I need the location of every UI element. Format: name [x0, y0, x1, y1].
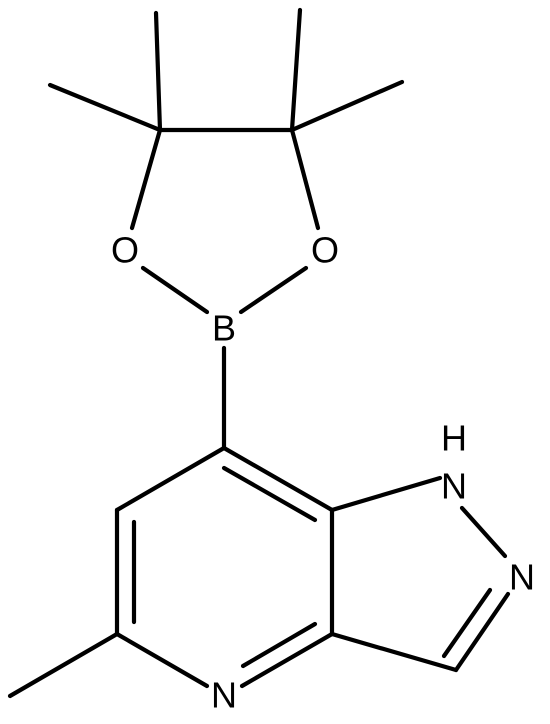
- bond-methyl-top-right: [289, 7, 303, 133]
- bond-c-o-left: [129, 127, 163, 231]
- bond-c7-c6: [114, 445, 227, 513]
- bond-c7a-c7-inner: [221, 465, 318, 523]
- bond-n1-n2: [459, 505, 508, 559]
- bond-c5-methyl: [7, 631, 120, 699]
- bond-c7a-n1: [329, 475, 443, 513]
- atom-oxygen-left: O: [111, 230, 139, 271]
- bond-methyl-top-left: [153, 10, 163, 133]
- bond-methyl-left: [47, 82, 163, 133]
- bond-n2-c3-inner: [441, 587, 493, 659]
- bond-c3-c3a: [329, 631, 459, 673]
- bond-c-o-right: [289, 127, 321, 231]
- atom-nh-hydrogen: H: [441, 418, 467, 459]
- atom-pyridine-nitrogen: N: [211, 675, 237, 716]
- atom-boron: B: [212, 308, 236, 349]
- atom-nh-nitrogen: N: [441, 466, 467, 507]
- atom-pyrazole-nitrogen: N: [509, 557, 535, 598]
- bond-c7a-c7: [221, 445, 335, 513]
- bond-n4-c3a-inner: [240, 621, 318, 669]
- bond-o-b-right: [238, 265, 309, 315]
- bond-n4-c3a: [239, 631, 335, 689]
- bond-o-b-left: [140, 265, 210, 315]
- bond-methyl-right: [289, 79, 405, 133]
- atom-oxygen-right: O: [311, 230, 339, 271]
- bond-c5-n4: [114, 631, 210, 689]
- bond-n2-c3: [453, 591, 511, 673]
